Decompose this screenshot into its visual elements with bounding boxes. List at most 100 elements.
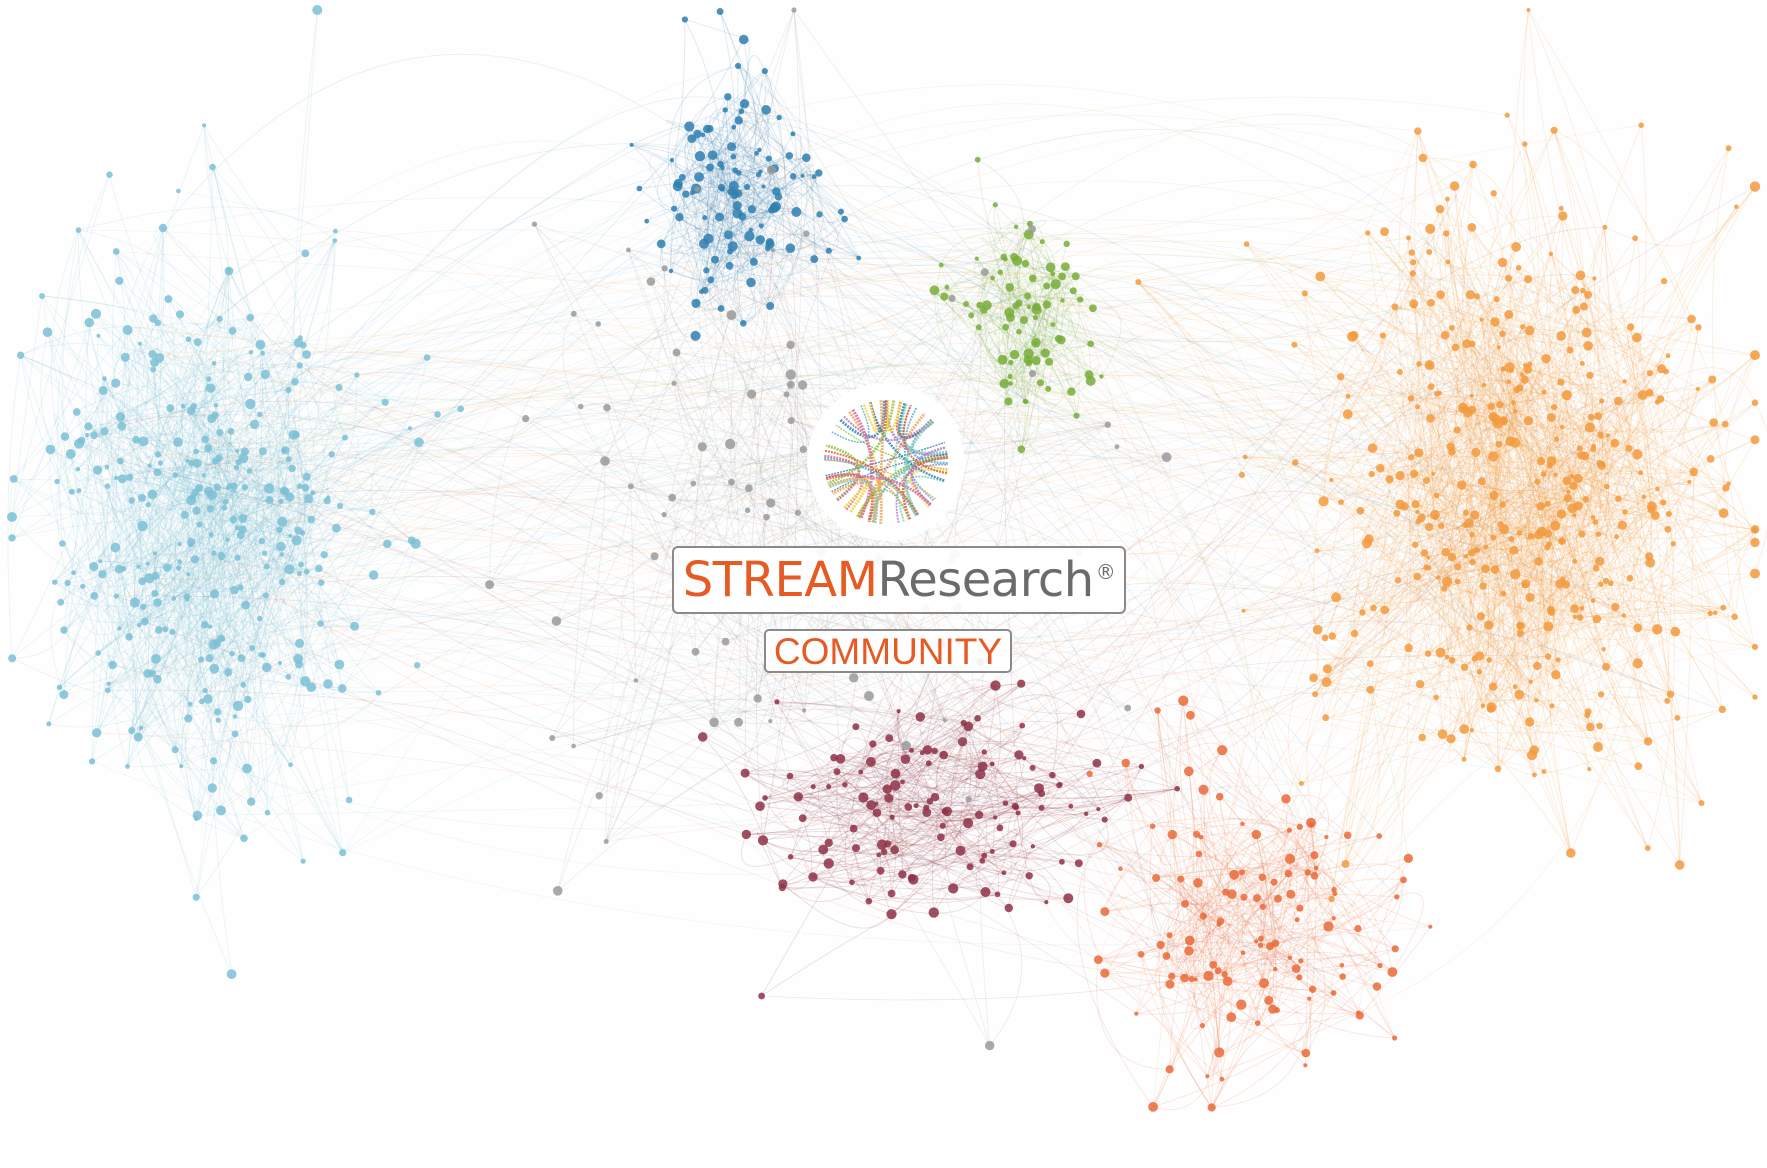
network-node: [787, 854, 794, 860]
network-edge: [1313, 616, 1735, 679]
network-edge: [1353, 335, 1576, 618]
network-edge: [1630, 326, 1664, 503]
network-node: [299, 530, 306, 536]
network-edge: [1008, 266, 1051, 313]
network-edge: [1529, 206, 1737, 723]
network-edge: [149, 540, 298, 580]
network-edge: [1481, 319, 1727, 489]
network-edge: [1472, 164, 1557, 675]
network-edge: [1340, 376, 1504, 425]
network-node: [1367, 443, 1378, 453]
network-node: [75, 466, 81, 472]
network-edge: [1408, 363, 1431, 421]
network-edge: [119, 539, 297, 629]
network-node: [1490, 317, 1500, 327]
network-edge: [77, 468, 328, 502]
network-node: [1312, 624, 1323, 635]
network-node: [1135, 279, 1142, 285]
network-edge: [119, 500, 282, 630]
network-edge: [1324, 549, 1515, 639]
network-edge: [1367, 232, 1605, 650]
network-node: [1060, 298, 1065, 303]
network-edge: [1457, 326, 1524, 582]
network-edge: [1592, 458, 1711, 602]
network-edge: [106, 486, 130, 637]
network-edge: [1490, 480, 1568, 710]
network-edge: [986, 304, 1041, 344]
network-node: [140, 603, 147, 611]
network-edge: [1480, 546, 1495, 617]
network-edge: [175, 658, 299, 751]
network-edge: [1623, 513, 1670, 616]
network-edge: [1572, 475, 1756, 543]
network-edge: [1040, 273, 1090, 375]
network-edge: [108, 535, 291, 685]
network-edge: [1518, 335, 1562, 695]
network-edge: [836, 771, 897, 894]
network-edge: [1418, 355, 1669, 522]
network-edge: [199, 434, 270, 501]
emblem-chord: [825, 444, 861, 501]
network-node: [1591, 443, 1597, 449]
network-node: [125, 764, 130, 769]
network-node: [1304, 869, 1312, 876]
network-edge: [1447, 261, 1662, 370]
network-edge: [1607, 428, 1695, 473]
network-edge: [1482, 379, 1713, 707]
network-edge: [705, 167, 711, 271]
network-edge: [47, 331, 306, 682]
network-edge: [1540, 388, 1699, 507]
network-edge: [1353, 335, 1678, 719]
network-edge: [1473, 384, 1521, 634]
network-node: [1592, 614, 1602, 624]
network-edge: [60, 431, 232, 603]
network-edge: [118, 330, 233, 570]
network-node: [656, 239, 666, 249]
network-edge: [1331, 635, 1649, 742]
network-edge: [1016, 260, 1092, 381]
network-node: [192, 893, 200, 901]
network-edge: [1569, 349, 1610, 601]
network-node: [276, 526, 283, 534]
network-edge: [268, 501, 320, 574]
network-edge: [951, 741, 986, 893]
network-edge: [107, 559, 196, 691]
network-edge: [1347, 131, 1419, 415]
network-node: [1520, 375, 1529, 384]
network-edge: [1524, 365, 1568, 482]
network-edge: [144, 369, 161, 622]
network-edge: [255, 381, 296, 619]
network-edge: [1440, 294, 1619, 500]
network-edge: [681, 177, 755, 263]
network-edge: [1419, 246, 1517, 685]
network-edge: [1471, 227, 1576, 291]
network-edge: [115, 492, 196, 629]
network-edge: [1469, 387, 1521, 628]
network-node: [864, 691, 874, 701]
network-edge: [124, 348, 217, 406]
network-node: [815, 169, 823, 177]
network-node: [169, 629, 176, 635]
network-node: [1410, 469, 1419, 478]
network-edge: [880, 644, 942, 872]
network-edge: [188, 253, 306, 340]
network-node: [1205, 1074, 1210, 1079]
network-edge: [1408, 237, 1548, 504]
network-node: [102, 376, 107, 381]
network-edge: [194, 507, 373, 560]
network-node: [1400, 876, 1407, 884]
network-node: [180, 510, 189, 519]
network-edge: [1331, 472, 1642, 900]
network-node: [1646, 370, 1653, 377]
network-node: [1576, 614, 1584, 621]
network-edge: [104, 378, 355, 627]
network-edge: [1407, 273, 1430, 366]
network-edge: [928, 754, 1020, 770]
network-node: [1526, 750, 1538, 761]
network-edge: [1657, 488, 1711, 614]
network-node: [1597, 431, 1604, 439]
network-node: [1404, 643, 1413, 653]
network-edge: [1013, 256, 1049, 390]
network-node: [703, 233, 714, 244]
network-node: [190, 555, 200, 564]
